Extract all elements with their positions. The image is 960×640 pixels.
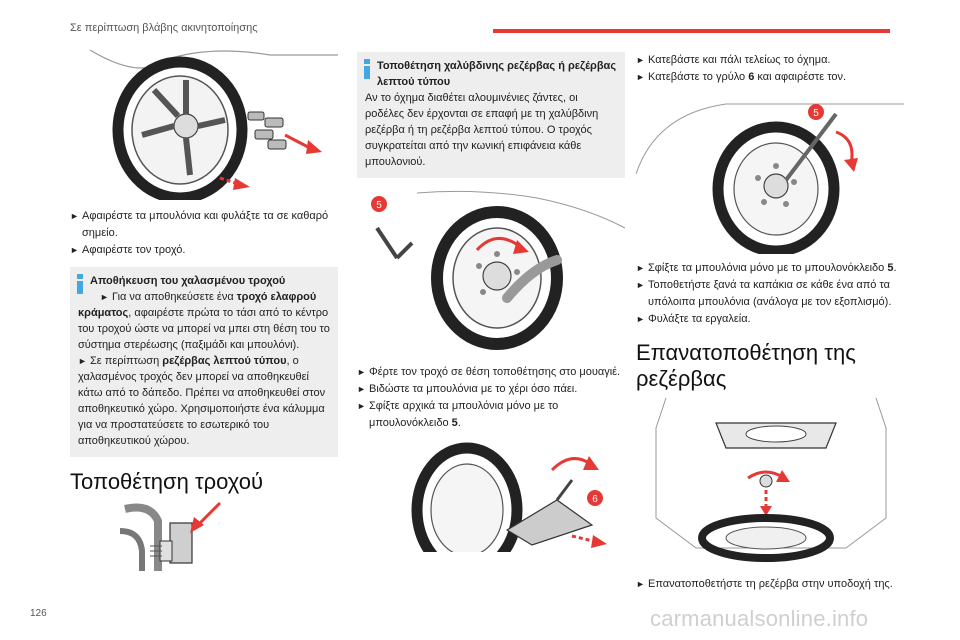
bullet-arrow-icon: ► xyxy=(357,367,366,377)
list-item: ►Φυλάξτε τα εργαλεία. xyxy=(636,311,904,328)
info-icon xyxy=(363,59,371,79)
illustration-final-tightening: 5 xyxy=(636,94,904,254)
illustration-wheel-removal xyxy=(70,40,338,200)
callout-5 xyxy=(808,104,824,120)
info-paragraph: ► Σε περίπτωση ρεζέρβας λεπτού τύπου, ο … xyxy=(78,355,326,447)
list-item: ►Αφαιρέστε τα μπουλόνια και φυλάξτε τα σ… xyxy=(70,210,329,239)
bullet-list-fitting: ►Φέρτε τον τροχό σε θέση τοποθέτησης στο… xyxy=(357,364,625,432)
callout-5 xyxy=(371,196,387,212)
callout-5-label: 5 xyxy=(813,108,819,119)
column-middle: Τοποθέτηση χαλύβδινης ρεζέρβας ή ρεζέρβα… xyxy=(357,52,625,552)
list-item: ►Τοποθετήστε ξανά τα καπάκια σε κάθε ένα… xyxy=(636,279,892,308)
list-item: ►Επανατοποθετήστε τη ρεζέρβα στην υποδοχ… xyxy=(636,576,904,593)
bullet-list-lowering: ►Κατεβάστε και πάλι τελείως το όχημα. ►Κ… xyxy=(636,52,904,86)
bullet-arrow-icon: ► xyxy=(636,579,645,589)
list-item: ►Φέρτε τον τροχό σε θέση τοποθέτησης στο… xyxy=(357,364,625,381)
column-right: ►Κατεβάστε και πάλι τελείως το όχημα. ►Κ… xyxy=(636,52,904,593)
info-paragraph: ► Για να αποθηκεύσετε ένα τροχό ελαφρού … xyxy=(78,291,330,351)
illustration-wheel-fitting: 5 xyxy=(357,188,625,358)
list-item: ►Σφίξτε τα μπουλόνια μόνο με το μπουλονό… xyxy=(636,260,904,277)
bullet-arrow-icon: ► xyxy=(636,72,645,82)
info-box-damaged-wheel: Αποθήκευση του χαλασμένου τροχού ► Για ν… xyxy=(70,267,338,457)
info-box-steel-wheel: Τοποθέτηση χαλύβδινης ρεζέρβας ή ρεζέρβα… xyxy=(357,52,625,178)
callout-6-label: 6 xyxy=(592,494,598,505)
info-title: Αποθήκευση του χαλασμένου τροχού xyxy=(90,275,286,287)
list-item: ►Κατεβάστε το γρύλο 6 και αφαιρέστε τον. xyxy=(636,69,904,86)
list-item: ►Σφίξτε αρχικά τα μπουλόνια μόνο με το μ… xyxy=(357,400,559,429)
bullet-list-finishing: ►Σφίξτε τα μπουλόνια μόνο με το μπουλονό… xyxy=(636,260,904,328)
list-item: ►Κατεβάστε και πάλι τελείως το όχημα. xyxy=(636,52,904,69)
list-item: ►Βιδώστε τα μπουλόνια με το χέρι όσο πάε… xyxy=(357,381,625,398)
illustration-jack-lowering: 6 xyxy=(357,440,625,552)
bullet-arrow-icon: ► xyxy=(636,263,645,273)
header-accent-bar xyxy=(493,29,890,33)
bullet-arrow-icon: ► xyxy=(357,401,366,411)
callout-6 xyxy=(587,490,603,506)
list-item: ►Αφαιρέστε τον τροχό. xyxy=(70,242,338,259)
bullet-list-removal: ►Αφαιρέστε τα μπουλόνια και φυλάξτε τα σ… xyxy=(70,208,338,259)
bullet-list-spare: ►Επανατοποθετήστε τη ρεζέρβα στην υποδοχ… xyxy=(636,576,904,593)
bullet-arrow-icon: ► xyxy=(636,55,645,65)
chapter-header: Σε περίπτωση βλάβης ακινητοποίησης xyxy=(70,22,258,34)
info-icon xyxy=(76,274,84,294)
callout-5-label: 5 xyxy=(376,200,382,211)
column-left: ►Αφαιρέστε τα μπουλόνια και φυλάξτε τα σ… xyxy=(70,40,338,571)
page-number: 126 xyxy=(30,608,47,619)
section-title-wheel-fitting: Τοποθέτηση τροχού xyxy=(70,469,264,494)
illustration-spare-storage xyxy=(636,398,904,576)
bullet-arrow-icon: ► xyxy=(636,314,645,324)
illustration-bolt-detail xyxy=(70,501,338,571)
bullet-arrow-icon: ► xyxy=(70,211,79,221)
bullet-arrow-icon: ► xyxy=(100,292,109,302)
bullet-arrow-icon: ► xyxy=(636,280,645,290)
bullet-arrow-icon: ► xyxy=(78,356,87,366)
section-title-spare-refit: Επανατοποθέτηση της ρεζέρβας xyxy=(636,340,856,391)
bullet-arrow-icon: ► xyxy=(70,245,79,255)
info-title: Τοποθέτηση χαλύβδινης ρεζέρβας ή ρεζέρβα… xyxy=(377,60,617,88)
bullet-arrow-icon: ► xyxy=(357,384,366,394)
watermark: carmanualsonline.info xyxy=(650,606,869,631)
info-paragraph: Αν το όχημα διαθέτει αλουμινένιες ζάντες… xyxy=(365,92,599,168)
